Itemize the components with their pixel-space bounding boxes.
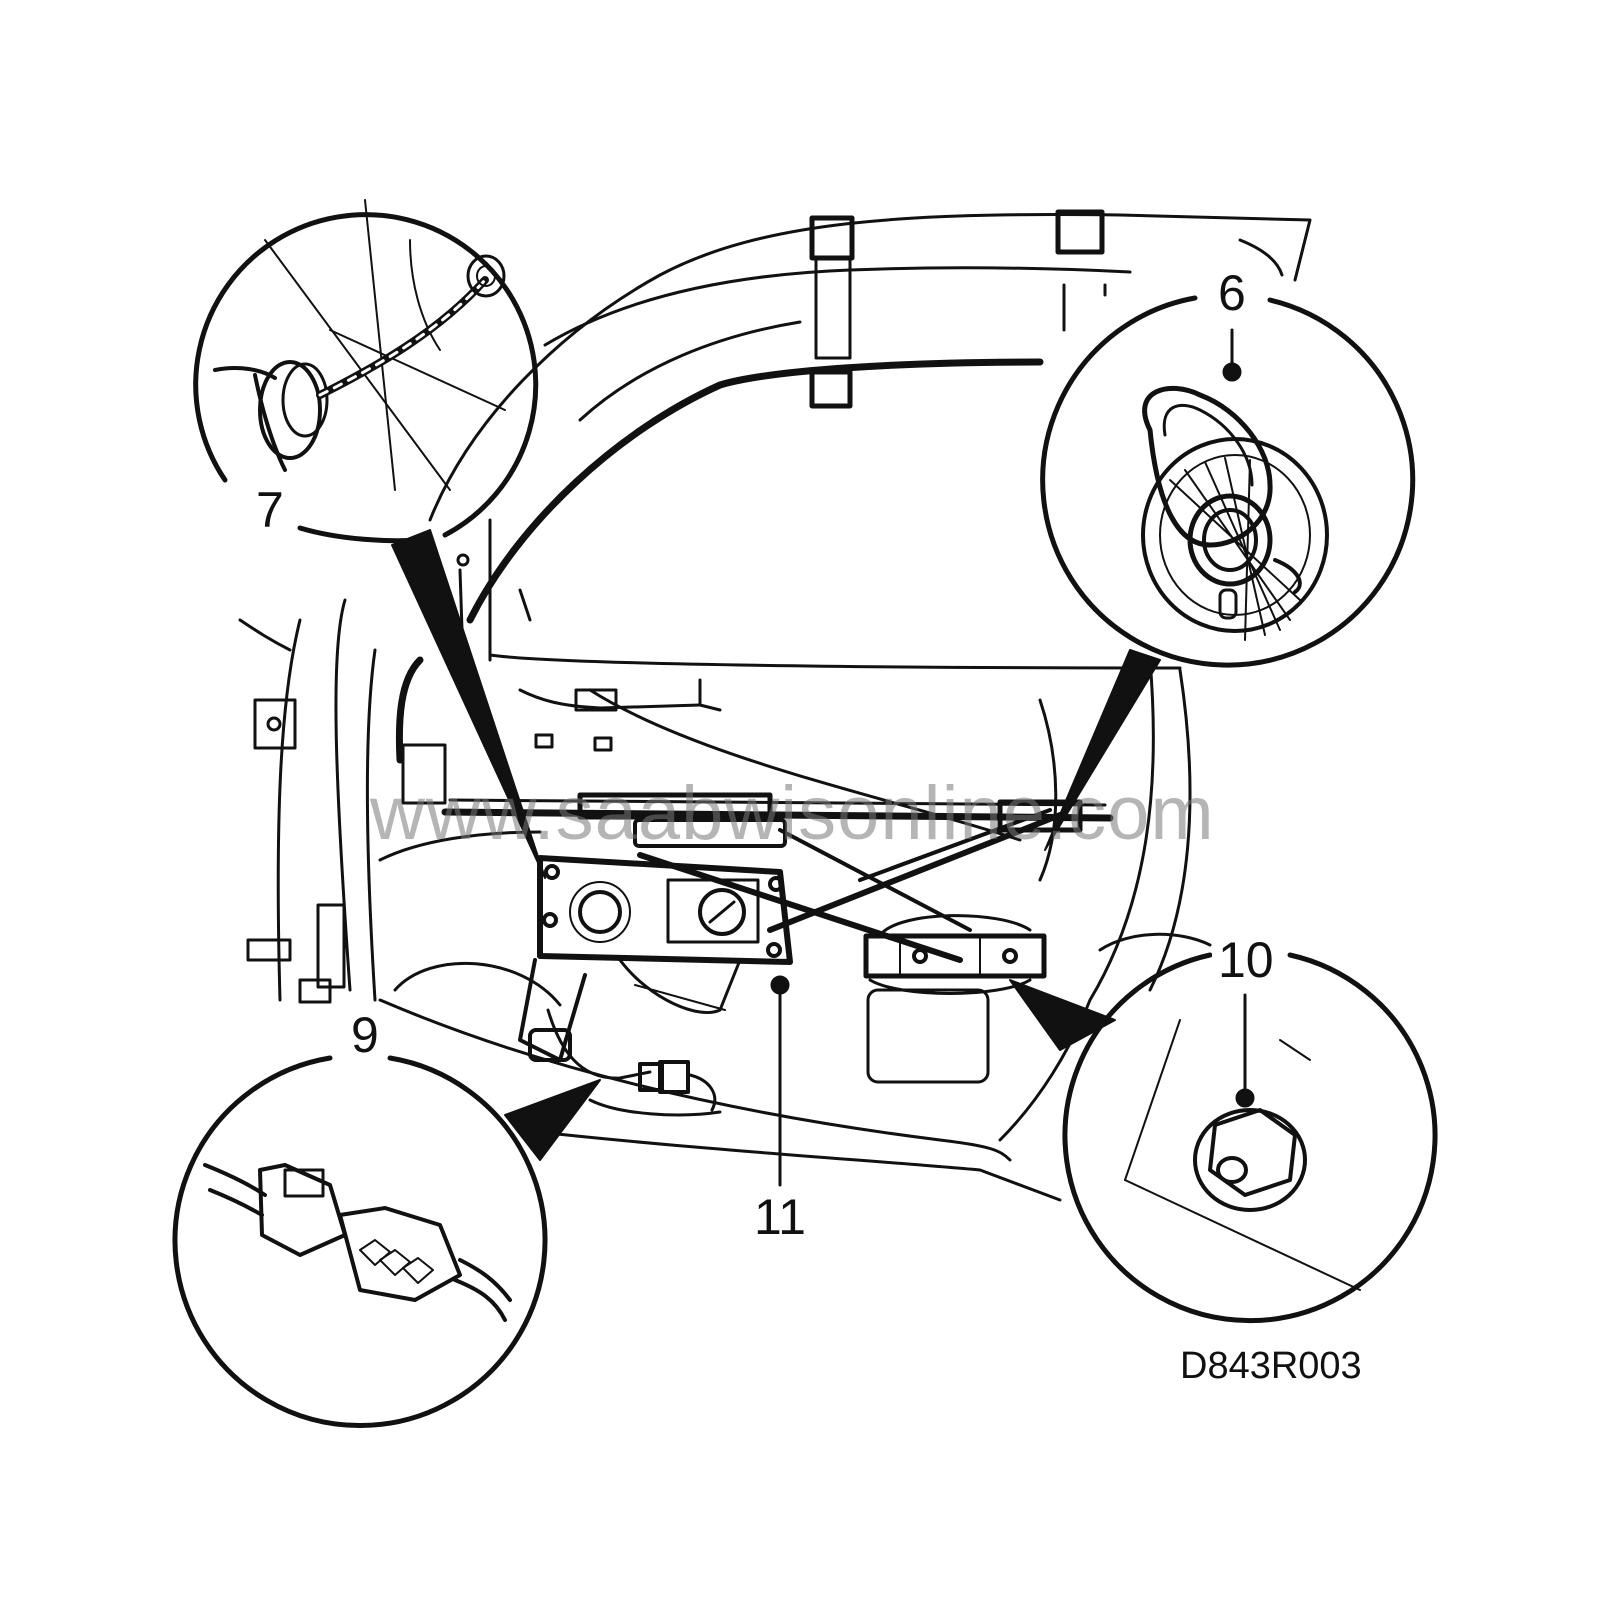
callout-7: 7 [250,485,290,535]
callout-10: 10 [1212,935,1280,985]
detail-circle-9 [172,1055,548,1429]
callout-9: 9 [345,1010,385,1060]
door-frame [238,209,1312,1202]
detail-circle-6 [1040,295,1416,668]
detail-circle-10 [1062,952,1438,1324]
callout-6: 6 [1212,268,1252,318]
window-regulator [441,792,1114,1112]
watermark: www.saabwisonline.com [370,771,1215,856]
detail-circle-7 [193,199,539,544]
drawing-code: D843R003 [1180,1345,1362,1387]
callout-11: 11 [748,1192,812,1242]
leader-lines [391,328,1255,1187]
